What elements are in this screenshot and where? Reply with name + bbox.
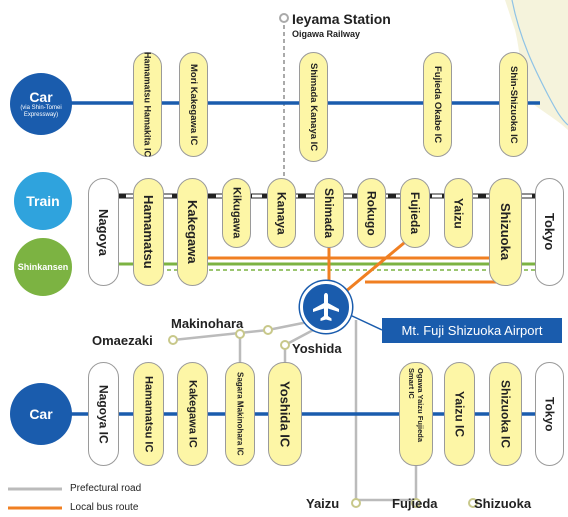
ic-fujieda-okabe-label: Fujieda Okabe IC bbox=[432, 65, 443, 144]
place-yaizu: Yaizu bbox=[306, 496, 340, 511]
oigawa-railway-label: Oigawa Railway bbox=[292, 29, 361, 39]
car-mode-circle: Car (via Shin-Tomei Expressway) bbox=[10, 73, 72, 135]
tomei-ic-nagoya: Nagoya IC bbox=[88, 362, 119, 466]
station-fujieda: Fujieda bbox=[400, 178, 430, 248]
bus-route-shizuoka bbox=[365, 265, 502, 284]
tomei-ic-yaizu-label: Yaizu IC bbox=[452, 390, 467, 437]
train-mode-circle: Train bbox=[14, 172, 72, 230]
ic-hamamatsu-hamakita: Hamamatsu Hamakita IC bbox=[133, 52, 162, 157]
airport-circle bbox=[300, 281, 352, 333]
airport-label: Mt. Fuji Shizuoka Airport bbox=[401, 323, 543, 338]
place-omaezaki: Omaezaki bbox=[92, 333, 153, 348]
station-kakegawa: Kakegawa bbox=[177, 178, 208, 286]
station-rokugo: Rokugo bbox=[357, 178, 386, 248]
ic-shimada-kanaya-label: Shimada Kanaya IC bbox=[308, 62, 319, 152]
place-yoshida: Yoshida bbox=[292, 341, 342, 356]
station-rokugo-label: Rokugo bbox=[364, 190, 379, 236]
shinkansen-mode-label: Shinkansen bbox=[17, 262, 69, 272]
ic-hamamatsu-hamakita-label: Hamamatsu Hamakita IC bbox=[142, 51, 153, 158]
station-kanaya: Kanaya bbox=[267, 178, 296, 248]
ic-shimada-kanaya: Shimada Kanaya IC bbox=[299, 52, 328, 162]
tomei-ic-ogawa-yaizu-fujieda: Ogawa Yaizu Fujieda Smart IC bbox=[399, 362, 433, 466]
bus-route-fujieda bbox=[344, 236, 411, 294]
ieyama-station-dot bbox=[279, 13, 289, 23]
ieyama-station-label: Ieyama Station bbox=[292, 11, 391, 27]
station-fujieda-label: Fujieda bbox=[408, 191, 422, 234]
station-nagoya: Nagoya bbox=[88, 178, 119, 286]
station-shimada-label: Shimada bbox=[322, 187, 336, 238]
station-shizuoka-label: Shizuoka bbox=[498, 203, 513, 261]
tomei-ic-sagara-makinohara: Sagara Makinohara IC bbox=[225, 362, 255, 466]
yaizu-dot bbox=[351, 498, 361, 508]
tomei-ic-shizuoka: Shizuoka IC bbox=[489, 362, 522, 466]
station-kikugawa-label: Kikugawa bbox=[230, 187, 243, 239]
tomei-ic-yoshida-label: Yoshida IC bbox=[277, 380, 293, 448]
legend-prefectural-road: Prefectural road bbox=[70, 483, 142, 494]
tomei-ic-ogawa-yaizu-fujieda-label: Ogawa Yaizu Fujieda Smart IC bbox=[407, 368, 425, 443]
airport-connector bbox=[349, 314, 383, 331]
station-yaizu: Yaizu bbox=[444, 178, 473, 248]
tomei-ic-yaizu: Yaizu IC bbox=[444, 362, 475, 466]
place-makinohara: Makinohara bbox=[171, 316, 244, 331]
tomei-ic-sagara-makinohara-label: Sagara Makinohara IC bbox=[235, 372, 245, 456]
station-kakegawa-label: Kakegawa bbox=[185, 200, 200, 264]
tomei-ic-kakegawa: Kakegawa IC bbox=[177, 362, 208, 466]
airport-label-box: Mt. Fuji Shizuoka Airport bbox=[382, 318, 562, 343]
station-shimada: Shimada bbox=[314, 178, 344, 248]
station-tokyo: Tokyo bbox=[535, 178, 564, 286]
tomei-ic-tokyo: Tokyo bbox=[535, 362, 564, 466]
place-fujieda: Fujieda bbox=[392, 496, 438, 511]
river-line bbox=[511, 0, 568, 126]
legend-local-bus-route: Local bus route bbox=[70, 502, 139, 513]
fujieda-dot bbox=[411, 498, 421, 508]
tomei-ic-hamamatsu: Hamamatsu IC bbox=[133, 362, 164, 466]
station-tokyo-label: Tokyo bbox=[542, 213, 557, 251]
tomei-ic-kakegawa-label: Kakegawa IC bbox=[186, 380, 199, 448]
ic-mori-kakegawa: Mori Kakegawa IC bbox=[179, 52, 208, 157]
station-nagoya-label: Nagoya bbox=[96, 208, 111, 256]
yoshida-dot bbox=[280, 340, 290, 350]
place-shizuoka: Shizuoka bbox=[474, 496, 532, 511]
tomei-ic-nagoya-label: Nagoya IC bbox=[96, 384, 111, 444]
omaezaki-dot bbox=[168, 335, 178, 345]
shinkansen-mode-circle: Shinkansen bbox=[14, 238, 72, 296]
station-hamamatsu: Hamamatsu bbox=[133, 178, 164, 286]
tomei-ic-hamamatsu-label: Hamamatsu IC bbox=[142, 375, 155, 453]
makinohara-dot bbox=[263, 325, 273, 335]
junction-dot bbox=[235, 329, 245, 339]
airplane-icon bbox=[313, 293, 339, 321]
shizuoka-dot bbox=[468, 498, 478, 508]
car-bottom-mode-label: Car bbox=[29, 406, 53, 422]
ic-shin-shizuoka: Shin-Shizuoka IC bbox=[499, 52, 528, 157]
ic-mori-kakegawa-label: Mori Kakegawa IC bbox=[188, 63, 199, 146]
tomei-ic-tokyo-label: Tokyo bbox=[542, 396, 557, 432]
car-mode-label: Car bbox=[29, 89, 53, 105]
tomei-ic-yoshida: Yoshida IC bbox=[268, 362, 302, 466]
station-hamamatsu-label: Hamamatsu bbox=[141, 195, 156, 269]
station-kikugawa: Kikugawa bbox=[222, 178, 251, 248]
station-yaizu-label: Yaizu bbox=[451, 197, 466, 229]
car-bottom-mode-circle: Car bbox=[10, 383, 72, 445]
ic-fujieda-okabe: Fujieda Okabe IC bbox=[423, 52, 452, 157]
car-mode-sublabel: (via Shin-Tomei Expressway) bbox=[20, 105, 62, 118]
station-shizuoka: Shizuoka bbox=[489, 178, 522, 286]
tomei-ic-shizuoka-label: Shizuoka IC bbox=[498, 379, 513, 448]
station-kanaya-label: Kanaya bbox=[274, 191, 289, 235]
ic-shin-shizuoka-label: Shin-Shizuoka IC bbox=[508, 65, 519, 144]
train-mode-label: Train bbox=[26, 193, 60, 209]
